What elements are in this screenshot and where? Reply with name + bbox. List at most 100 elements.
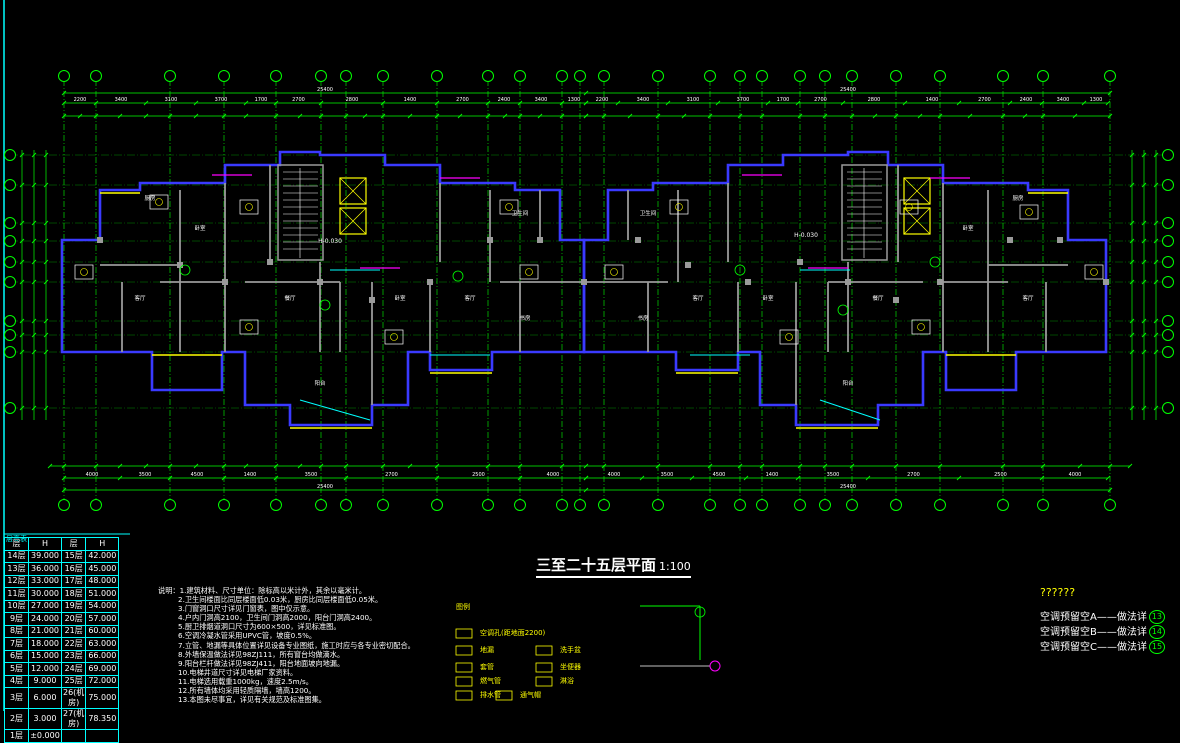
table-cell: 6.000 bbox=[28, 687, 62, 709]
unit-tag bbox=[452, 270, 464, 282]
table-cell: 1层 bbox=[4, 729, 29, 743]
dimension-text: 3400 bbox=[535, 97, 548, 103]
dimension-tick bbox=[601, 463, 607, 469]
dimension-tick bbox=[61, 100, 67, 106]
table-cell: 75.000 bbox=[85, 687, 120, 709]
axis-bubble-top bbox=[598, 70, 610, 82]
dimension-tick bbox=[1129, 182, 1135, 188]
unit-tag bbox=[929, 256, 941, 268]
room-label: 卫生间 bbox=[640, 209, 657, 217]
dimension-tick bbox=[1141, 405, 1147, 411]
axis-bubble-bottom bbox=[556, 499, 568, 511]
table-cell: 23层 bbox=[60, 649, 87, 663]
dimension-tick bbox=[318, 113, 324, 119]
dimension-tick bbox=[1077, 463, 1083, 469]
dimension-text: 1300 bbox=[1090, 97, 1103, 103]
dimension-tick bbox=[655, 113, 661, 119]
ac-legend-label: 空调预留空A——做法详 bbox=[1040, 612, 1147, 623]
note-line: 5.厨卫排烟道洞口尺寸为600×500，详见标准图。 bbox=[178, 622, 341, 632]
axis-bubble-top bbox=[704, 70, 716, 82]
table-cell: 21.000 bbox=[28, 624, 62, 638]
dimension-tick bbox=[759, 463, 765, 469]
legend-symbol bbox=[455, 690, 473, 701]
drain-line bbox=[299, 399, 371, 421]
axis-bubble-bottom bbox=[1037, 499, 1049, 511]
dimension-tick bbox=[117, 463, 123, 469]
dimension-text: 3400 bbox=[1057, 97, 1070, 103]
dimension-tick bbox=[1129, 332, 1135, 338]
dimension-tick bbox=[1141, 332, 1147, 338]
dimension-text: 2700 bbox=[907, 472, 920, 478]
dimension-text: 3700 bbox=[215, 97, 228, 103]
dimension-text: 2200 bbox=[596, 97, 609, 103]
dimension-tick bbox=[1129, 259, 1135, 265]
dimension-tick bbox=[583, 487, 589, 493]
dimension-tick bbox=[19, 182, 25, 188]
dimension-tick bbox=[143, 100, 149, 106]
dimension-tick bbox=[1153, 182, 1159, 188]
structural-column bbox=[97, 237, 103, 243]
ac-legend-heading: ?????? bbox=[1040, 586, 1076, 599]
room-label: 书房 bbox=[519, 314, 531, 322]
dimension-tick bbox=[297, 113, 303, 119]
table-cell: 72.000 bbox=[85, 674, 120, 688]
dimension-tick bbox=[1153, 405, 1159, 411]
table-cell: 20层 bbox=[60, 612, 87, 626]
dimension-tick bbox=[167, 463, 173, 469]
dimension-tick bbox=[1107, 487, 1113, 493]
dimension-tick bbox=[1039, 475, 1045, 481]
axis-bubble-right bbox=[1162, 402, 1174, 414]
bathroom-fixture bbox=[1019, 204, 1039, 220]
dimension-tick bbox=[615, 100, 621, 106]
dimension-text: 25400 bbox=[317, 484, 333, 490]
dimension-tick bbox=[31, 220, 37, 226]
dimension-tick bbox=[583, 475, 589, 481]
axis-bubbles bbox=[4, 70, 1174, 511]
dimension-tick bbox=[93, 463, 99, 469]
fixture-bowl bbox=[525, 268, 533, 276]
table-cell: 14层 bbox=[4, 549, 29, 563]
dimension-text: 1400 bbox=[926, 97, 939, 103]
dimension-tick bbox=[19, 332, 25, 338]
dimension-tick bbox=[221, 113, 227, 119]
dimension-tick bbox=[61, 113, 67, 119]
dimension-tick bbox=[1129, 220, 1135, 226]
room-label: 客厅 bbox=[134, 294, 146, 302]
dimension-tick bbox=[639, 475, 645, 481]
axis-bubble-bottom bbox=[164, 499, 176, 511]
dimension-tick bbox=[243, 113, 249, 119]
dimension-tick bbox=[681, 113, 687, 119]
bathroom-fixture bbox=[779, 329, 799, 345]
dimension-tick bbox=[343, 113, 349, 119]
axis-bubble-top bbox=[90, 70, 102, 82]
dimension-text: 1700 bbox=[777, 97, 790, 103]
dimension-tick bbox=[143, 463, 149, 469]
dimension-tick bbox=[31, 279, 37, 285]
axis-bubble-left bbox=[4, 217, 16, 229]
dimension-tick bbox=[380, 113, 386, 119]
room-label: 卧室 bbox=[962, 224, 974, 232]
dimension-tick bbox=[434, 113, 440, 119]
axis-bubble-bottom bbox=[756, 499, 768, 511]
axis-bubble-bottom bbox=[514, 499, 526, 511]
axis-bubble-top bbox=[1037, 70, 1049, 82]
dimension-tick bbox=[93, 100, 99, 106]
dimension-tick bbox=[167, 475, 173, 481]
dimension-tick bbox=[737, 113, 743, 119]
table-cell: 6层 bbox=[4, 649, 29, 663]
dimension-tick bbox=[1153, 238, 1159, 244]
dimension-tick bbox=[31, 349, 37, 355]
table-cell: 25层 bbox=[60, 674, 87, 688]
dimension-tick bbox=[1081, 100, 1087, 106]
dimension-text: 3100 bbox=[687, 97, 700, 103]
dimension-tick bbox=[19, 279, 25, 285]
plan-scale: 1:100 bbox=[659, 560, 691, 573]
dimension-tick bbox=[707, 463, 713, 469]
table-cell: 3.000 bbox=[28, 708, 62, 730]
room-label: 卧室 bbox=[762, 294, 774, 302]
